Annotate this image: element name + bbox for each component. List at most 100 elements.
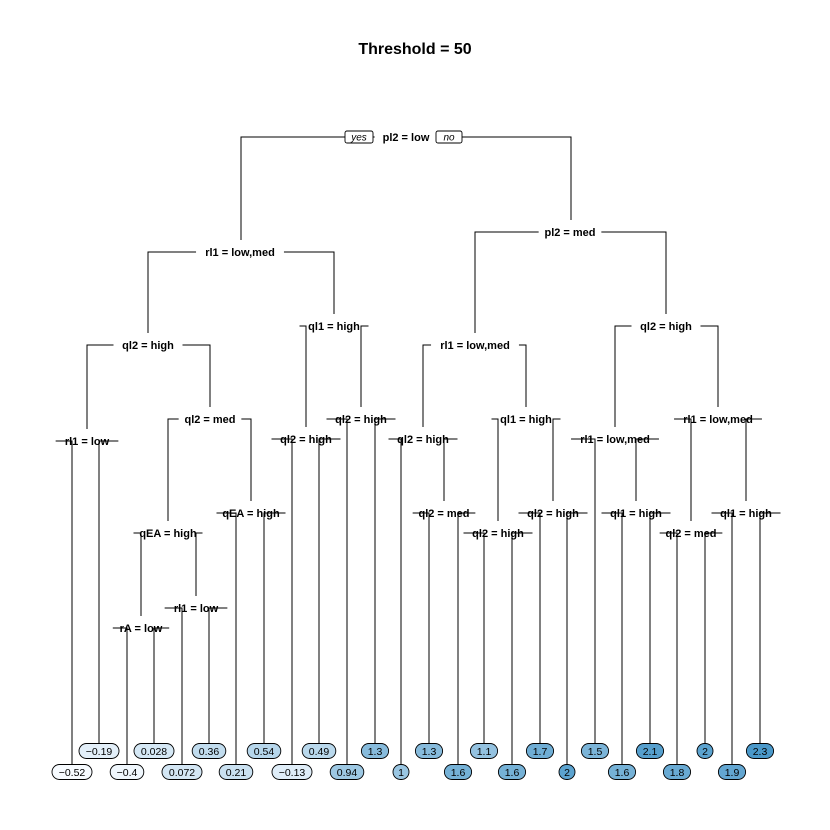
yes-branch-box	[344, 130, 374, 144]
branch-n6	[614, 325, 719, 427]
split-label-n17: ql2 = med	[418, 508, 469, 520]
split-label-n20: ql1 = high	[610, 508, 662, 520]
branch-n24	[112, 627, 170, 764]
split-label-n22: ql1 = high	[720, 508, 772, 520]
branch-n11	[388, 438, 458, 764]
split-label-n12: ql1 = high	[500, 414, 552, 426]
leaf-value-L7: 0.21	[226, 767, 247, 779]
leaf-box-L10	[301, 743, 337, 759]
split-label-n9: ql2 = high	[280, 434, 332, 446]
split-label-n16: qEA = high	[222, 508, 280, 520]
leaf-box-L12	[360, 743, 390, 759]
leaf-value-L11: 0.94	[337, 767, 358, 779]
branch-n17	[412, 512, 476, 764]
leaf-value-L26: 2.3	[753, 746, 768, 758]
split-label-root: pl2 = low	[383, 132, 430, 144]
leaf-value-L3: −0.4	[117, 767, 138, 779]
yes-branch-label: yes	[350, 133, 367, 144]
split-label-n4: ql1 = high	[308, 321, 360, 333]
leaf-value-L19: 2	[564, 767, 570, 779]
split-label-n14: rl1 = low,med	[683, 414, 753, 426]
split-label-n15: qEA = high	[139, 528, 197, 540]
leaf-value-L4: 0.028	[141, 746, 167, 758]
split-label-n6: ql2 = high	[640, 321, 692, 333]
leaf-box-L16	[469, 743, 499, 759]
split-label-n24: rA = low	[120, 623, 163, 635]
leaf-value-L12: 1.3	[368, 746, 383, 758]
leaf-value-L2: −0.19	[86, 746, 113, 758]
no-branch-label: no	[443, 133, 455, 144]
leaf-value-L18: 1.7	[533, 746, 548, 758]
split-label-n18: ql2 = high	[472, 528, 524, 540]
branch-n4	[299, 325, 369, 427]
leaf-box-L18	[525, 743, 555, 759]
branch-n7	[55, 440, 119, 764]
branch-n23	[164, 607, 228, 764]
split-label-n1: rl1 = low,med	[205, 247, 275, 259]
branch-n19	[518, 512, 588, 764]
leaf-value-L20: 1.5	[588, 746, 603, 758]
split-label-n2: pl2 = med	[544, 227, 595, 239]
branch-n2	[474, 231, 667, 333]
split-label-n11: ql2 = high	[397, 434, 449, 446]
leaf-box-L4	[133, 743, 175, 759]
leaf-value-L5: 0.072	[169, 767, 195, 779]
branch-n3	[86, 344, 211, 429]
split-label-n13: rl1 = low,med	[580, 434, 650, 446]
leaf-box-L15	[443, 764, 473, 780]
branch-n8	[167, 418, 252, 521]
branch-n22	[711, 512, 781, 764]
split-label-n7: rl1 = low	[65, 436, 110, 448]
leaf-box-L19	[558, 764, 576, 780]
leaf-value-L23: 1.8	[670, 767, 685, 779]
leaf-box-L24	[696, 743, 714, 759]
branch-lines	[55, 136, 781, 764]
leaf-box-L13	[392, 764, 410, 780]
branch-n12	[491, 418, 561, 521]
leaf-box-L25	[717, 764, 747, 780]
leaf-box-L23	[662, 764, 692, 780]
leaf-box-L20	[580, 743, 610, 759]
split-label-n3: ql2 = high	[122, 340, 174, 352]
split-label-n23: rl1 = low	[174, 603, 219, 615]
split-label-n19: ql2 = high	[527, 508, 579, 520]
split-label-n5: rl1 = low,med	[440, 340, 510, 352]
branch-n13	[571, 438, 659, 743]
leaf-value-L1: −0.52	[59, 767, 86, 779]
leaf-value-L21: 1.6	[615, 767, 630, 779]
branch-n5	[422, 344, 527, 427]
leaf-box-L17	[497, 764, 527, 780]
leaf-box-L26	[745, 743, 775, 759]
branch-root	[240, 136, 572, 240]
leaf-value-L9: −0.13	[279, 767, 306, 779]
branch-n1	[147, 251, 335, 333]
leaf-value-L22: 2.1	[643, 746, 658, 758]
branch-n9	[271, 438, 341, 764]
leaf-value-L16: 1.1	[477, 746, 492, 758]
leaf-value-L24: 2	[702, 746, 708, 758]
leaf-box-L7	[218, 764, 254, 780]
no-branch-box	[435, 130, 463, 144]
leaf-box-L3	[109, 764, 145, 780]
leaf-value-L17: 1.6	[505, 767, 520, 779]
leaf-value-L8: 0.54	[254, 746, 275, 758]
leaf-value-L14: 1.3	[422, 746, 437, 758]
leaf-value-L6: 0.36	[199, 746, 220, 758]
branch-n20	[601, 512, 671, 764]
split-labels: pl2 = low rl1 = low,med pl2 = med ql2 = hig…	[65, 132, 772, 635]
leaf-box-L6	[191, 743, 227, 759]
leaf-value-L25: 1.9	[725, 767, 740, 779]
leaf-value-L15: 1.6	[451, 767, 466, 779]
leaf-value-L10: 0.49	[309, 746, 330, 758]
leaf-box-L8	[246, 743, 282, 759]
leaf-box-L9	[271, 764, 313, 780]
leaf-box-L1	[51, 764, 93, 780]
leaf-box-L14	[414, 743, 444, 759]
split-label-n8: ql2 = med	[184, 414, 235, 426]
leaf-box-L21	[607, 764, 637, 780]
leaf-box-L5	[161, 764, 203, 780]
branch-n10	[326, 418, 396, 764]
